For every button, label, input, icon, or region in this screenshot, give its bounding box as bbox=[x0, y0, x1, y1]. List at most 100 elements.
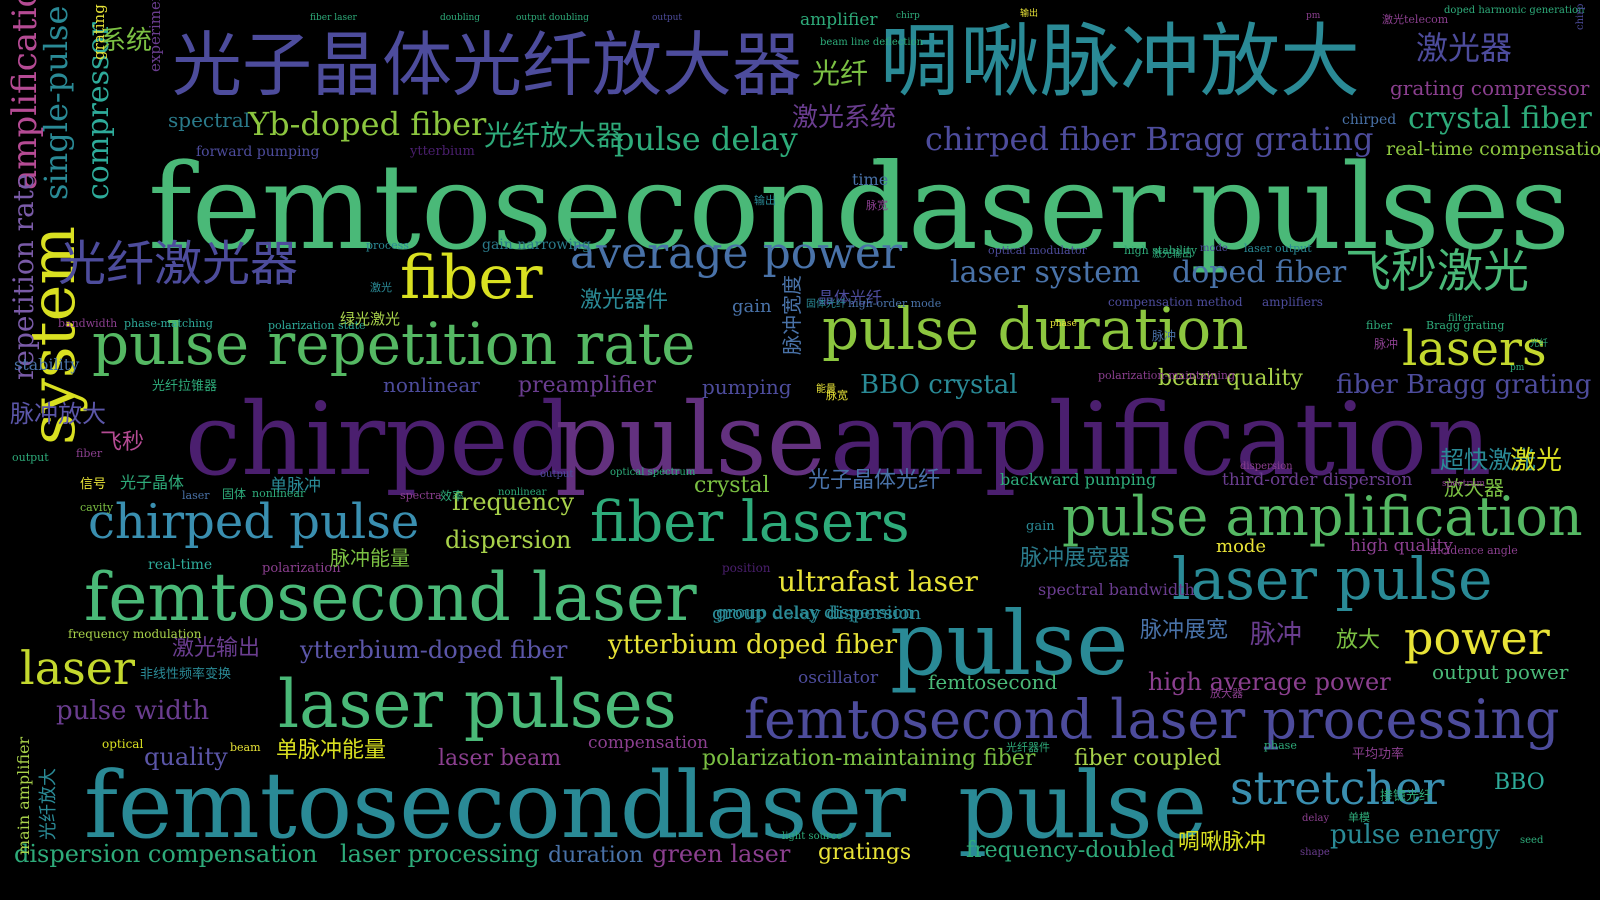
word-cloud-term: 激光输出 bbox=[172, 636, 261, 661]
word-cloud-term: doubling bbox=[440, 13, 481, 23]
word-cloud-term: duration bbox=[548, 843, 644, 868]
word-cloud-term: mode bbox=[1216, 536, 1267, 557]
word-cloud-term: chirped fiber Bragg grating bbox=[925, 120, 1374, 158]
word-cloud-term: gain bbox=[732, 296, 772, 317]
word-cloud-term: frequency bbox=[452, 488, 575, 516]
word-cloud-term: 光子晶体 bbox=[120, 473, 185, 492]
word-cloud-term: fiber bbox=[76, 447, 103, 460]
word-cloud-term: pulse bbox=[555, 381, 826, 498]
word-cloud-term: laser system bbox=[950, 255, 1141, 290]
word-cloud-term: output bbox=[12, 451, 49, 464]
word-cloud-term: 光子晶体光纤放大器 bbox=[172, 24, 802, 106]
word-cloud-term: amplifiers bbox=[1262, 295, 1323, 309]
word-cloud-term: group delay dispersion bbox=[716, 603, 914, 623]
word-cloud-term: 放大 bbox=[1336, 628, 1381, 653]
word-cloud-term: seed bbox=[1520, 835, 1544, 846]
word-cloud-term: laser pulses bbox=[278, 666, 677, 743]
word-cloud-term: experiment bbox=[146, 0, 164, 72]
word-cloud-term: doped fiber bbox=[1172, 255, 1347, 290]
word-cloud-term: femtosecond laser bbox=[84, 559, 697, 636]
word-cloud-term: time bbox=[852, 170, 889, 189]
word-cloud-term: 非线性频率变换 bbox=[140, 667, 232, 682]
word-cloud-term: 固体 bbox=[222, 487, 247, 501]
word-cloud-term: 脉宽 bbox=[826, 389, 848, 402]
word-cloud-term: nonlinear bbox=[498, 487, 547, 498]
word-cloud-term: ytterbium-doped fiber bbox=[300, 636, 568, 664]
word-cloud-term: 光纤拉锥器 bbox=[152, 379, 218, 394]
word-cloud-term: quality bbox=[144, 743, 228, 771]
word-cloud-term: fiber bbox=[400, 243, 543, 313]
word-cloud-term: 系统 bbox=[100, 26, 153, 56]
word-cloud-term: high average power bbox=[1148, 668, 1391, 696]
word-cloud-term: pulse duration bbox=[822, 295, 1249, 363]
word-cloud-term: chirped bbox=[1342, 112, 1397, 128]
word-cloud-term: laser output bbox=[1244, 242, 1312, 255]
word-cloud-term: frequency modulation bbox=[68, 627, 202, 641]
word-cloud-term: dispersion bbox=[1240, 461, 1293, 472]
word-cloud-term: doped harmonic generation bbox=[1444, 5, 1585, 16]
word-cloud-term: 光纤激光器 bbox=[58, 236, 299, 292]
word-cloud-term: BBO crystal bbox=[860, 370, 1018, 400]
word-cloud-term: ytterbium doped fiber bbox=[608, 630, 898, 660]
word-cloud-term: light source bbox=[782, 831, 843, 842]
word-cloud-term: green laser bbox=[652, 840, 791, 868]
word-cloud-term: spectrum bbox=[1442, 479, 1485, 489]
word-cloud-term: laser bbox=[870, 138, 1165, 276]
word-cloud-term: dispersion bbox=[445, 526, 572, 554]
word-cloud-term: 激光 bbox=[370, 281, 392, 294]
word-cloud-term: mode bbox=[1200, 243, 1228, 254]
word-cloud-term: 脉冲宽度 bbox=[780, 275, 804, 355]
word-cloud-term: 光纤 bbox=[1530, 339, 1549, 349]
word-cloud-term: laser processing bbox=[340, 840, 540, 868]
word-cloud-term: pulse repetition rate bbox=[92, 310, 696, 378]
word-cloud-term: output bbox=[540, 469, 574, 480]
word-cloud-term: polarization state bbox=[268, 319, 366, 332]
word-cloud-term: 输出 bbox=[754, 194, 776, 207]
word-cloud-term: crystal fiber bbox=[1408, 101, 1592, 136]
word-cloud-term: fiber Bragg grating bbox=[1336, 370, 1592, 400]
word-cloud-term: delay bbox=[1302, 813, 1330, 824]
word-cloud-term: high quality bbox=[1350, 536, 1453, 556]
word-cloud-term: chirped pulse bbox=[88, 494, 420, 550]
word-cloud-term: shape bbox=[1300, 847, 1330, 858]
word-cloud-term: laser beam bbox=[438, 746, 562, 771]
word-cloud-term: 掺镱光纤 bbox=[1380, 789, 1433, 804]
word-cloud-term: pm bbox=[1306, 11, 1321, 21]
word-cloud-term: polarization-maintaining bbox=[1098, 369, 1236, 382]
word-cloud-term: pumping bbox=[702, 375, 792, 399]
word-cloud-term: grating bbox=[90, 4, 108, 60]
word-cloud-term: grating compressor bbox=[1390, 76, 1590, 100]
word-cloud-term: 信号 bbox=[80, 477, 107, 492]
word-cloud-term: 脉冲能量 bbox=[330, 546, 410, 570]
word-cloud-term: average power bbox=[570, 228, 902, 279]
word-cloud-term: 绿光激光 bbox=[340, 310, 401, 328]
word-cloud-term: single-pulse bbox=[37, 5, 75, 200]
word-cloud-term: lasers bbox=[1402, 321, 1547, 377]
word-cloud-term: stretcher bbox=[1230, 761, 1445, 815]
word-cloud-term: 固体光纤 bbox=[806, 299, 846, 310]
word-cloud-term: 放大器 bbox=[1444, 476, 1504, 500]
word-cloud-term: 平均功率 bbox=[1352, 747, 1405, 762]
word-cloud-term: gain narrowing bbox=[482, 237, 591, 253]
word-cloud-term: laser bbox=[182, 489, 210, 502]
word-cloud-term: ytterbium bbox=[410, 144, 475, 159]
word-cloud-term: 单脉冲 bbox=[270, 476, 321, 496]
word-cloud-term: 飞秒激光 bbox=[1345, 244, 1529, 298]
word-cloud-term: pm bbox=[1510, 363, 1525, 373]
word-cloud-term: beam bbox=[230, 741, 261, 754]
word-cloud-term: 光子晶体光纤 bbox=[808, 468, 941, 493]
word-cloud-term: pulse delay bbox=[614, 120, 798, 158]
word-cloud-term: 脉冲 bbox=[1374, 337, 1399, 351]
word-cloud-term: 激光器件 bbox=[580, 288, 669, 313]
word-cloud-term: pulse bbox=[958, 752, 1208, 859]
word-cloud-term: preamplifier bbox=[518, 373, 656, 398]
word-cloud-term: real-time compensation bbox=[1386, 138, 1600, 160]
word-cloud-term: 输出 bbox=[1020, 9, 1039, 19]
word-cloud-term: chirped bbox=[185, 381, 573, 498]
word-cloud-term: 能量 bbox=[816, 384, 836, 395]
word-cloud-term: nonlinear bbox=[383, 373, 480, 397]
word-cloud-term: femtosecond bbox=[148, 138, 911, 276]
word-cloud-term: spectral bbox=[168, 108, 251, 132]
word-cloud-term: high stability bbox=[1124, 244, 1198, 257]
